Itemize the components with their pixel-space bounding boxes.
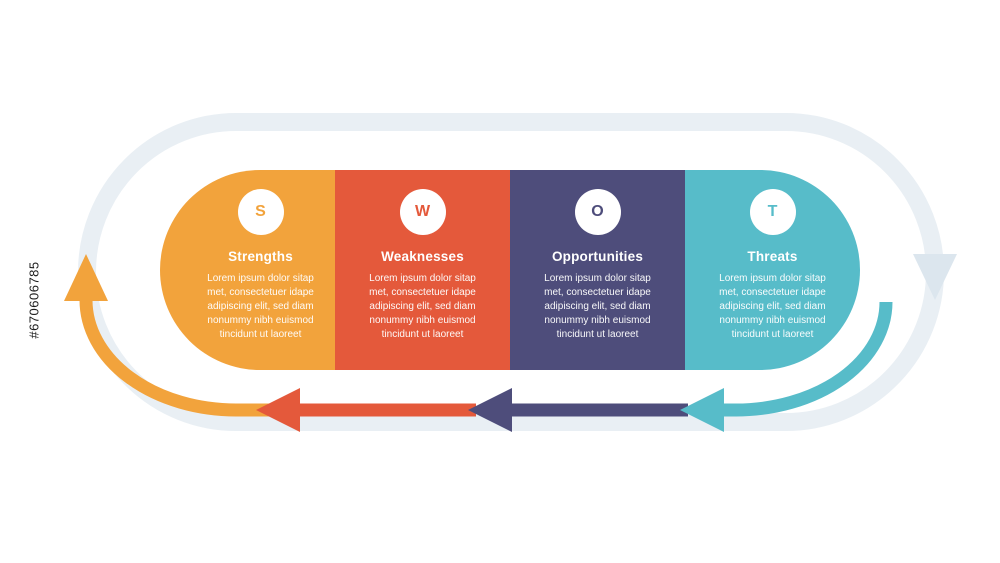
swot-panel-weaknesses: W Weaknesses Lorem ipsum dolor sitap met… [335,170,510,370]
track-arrow-down-icon [913,254,957,300]
panel-title-weaknesses: Weaknesses [381,249,464,264]
strengths-arrowhead-up-icon [64,254,108,301]
letter-badge: T [749,189,796,235]
swot-panel-threats: T Threats Lorem ipsum dolor sitap met, c… [685,170,860,370]
letter-t: T [767,203,778,220]
swot-panel-strengths: S Strengths Lorem ipsum dolor sitap met,… [160,170,335,370]
letter-w: W [414,203,431,220]
panel-content: W Weaknesses Lorem ipsum dolor sitap met… [335,170,510,342]
panel-content: T Threats Lorem ipsum dolor sitap met, c… [685,170,860,342]
threats-arrowhead-left-icon [680,388,724,432]
panel-description: Lorem ipsum dolor sitap met, consectetue… [544,273,651,340]
letter-badge: S [237,189,284,235]
panel-description: Lorem ipsum dolor sitap met, consectetue… [369,273,476,340]
letter-badge: O [574,189,621,235]
letter-badge: W [399,189,446,235]
panel-description: Lorem ipsum dolor sitap met, consectetue… [719,273,826,340]
panel-title-strengths: Strengths [228,249,293,264]
letter-s: S [255,203,266,220]
weaknesses-arrowhead-left-icon [256,388,300,432]
panel-content: S Strengths Lorem ipsum dolor sitap met,… [186,170,335,342]
strengths-curve-arrow [79,299,276,417]
swot-panel-opportunities: O Opportunities Lorem ipsum dolor sitap … [510,170,685,370]
threats-curve-arrow [724,301,893,417]
letter-o: O [591,203,604,220]
opportunities-arrowhead-left-icon [468,388,512,432]
panel-description: Lorem ipsum dolor sitap met, consectetue… [207,273,314,340]
panel-title-threats: Threats [747,249,798,264]
cycle-track [77,113,945,431]
panel-content: O Opportunities Lorem ipsum dolor sitap … [510,170,685,342]
stock-id-watermark: #670606785 [26,261,42,339]
panel-title-opportunities: Opportunities [551,249,644,264]
